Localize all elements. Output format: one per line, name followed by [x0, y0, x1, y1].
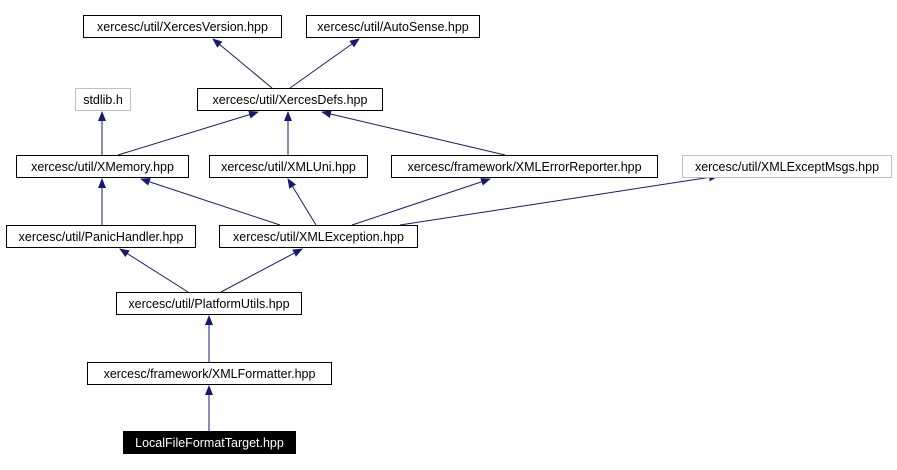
- edge-xmlexception-to-xmlerrorreporter: [351, 178, 491, 226]
- node-localfileformattarget: LocalFileFormatTarget.hpp: [123, 431, 296, 454]
- node-label: xercesc/util/XMLUni.hpp: [221, 160, 356, 174]
- edges-layer: [98, 38, 719, 431]
- node-xmlformatter[interactable]: xercesc/framework/XMLFormatter.hpp: [87, 362, 332, 385]
- node-box: [682, 155, 892, 178]
- nodes-layer: xercesc/util/XercesVersion.hpp xercesc/ut…: [6, 15, 892, 454]
- node-platformutils[interactable]: xercesc/util/PlatformUtils.hpp: [116, 292, 302, 315]
- node-label: stdlib.h: [83, 93, 123, 107]
- edge-platformutils-to-xmlexception: [220, 248, 303, 293]
- node-xercesdefs[interactable]: xercesc/util/XercesDefs.hpp: [197, 88, 383, 111]
- edge-xmlexception-to-xmluni: [287, 178, 317, 226]
- node-box: [6, 225, 196, 248]
- node-box: [219, 225, 418, 248]
- node-xmlexception[interactable]: xercesc/util/XMLException.hpp: [219, 225, 418, 248]
- node-xmlerrorreporter[interactable]: xercesc/framework/XMLErrorReporter.hpp: [391, 155, 658, 178]
- node-xmlexceptmsgs[interactable]: xercesc/util/XMLExceptMsgs.hpp: [682, 155, 892, 178]
- node-label: xercesc/framework/XMLFormatter.hpp: [104, 367, 316, 381]
- node-label: xercesc/util/XMLExceptMsgs.hpp: [695, 160, 879, 174]
- node-label: xercesc/util/XercesVersion.hpp: [97, 20, 268, 34]
- edge-xercesdefs-to-xercesversion: [212, 38, 273, 89]
- node-label: LocalFileFormatTarget.hpp: [135, 436, 284, 450]
- edge-xercesdefs-to-autosense: [289, 38, 360, 89]
- node-panichandler[interactable]: xercesc/util/PanicHandler.hpp: [6, 225, 196, 248]
- node-xmemory[interactable]: xercesc/util/XMemory.hpp: [16, 155, 189, 178]
- node-box: [83, 15, 282, 38]
- node-box: [123, 431, 296, 454]
- edge-xmlexception-to-xmlexceptmsgs: [399, 173, 719, 226]
- node-xmluni[interactable]: xercesc/util/XMLUni.hpp: [209, 155, 368, 178]
- node-box: [116, 292, 302, 315]
- edge-platformutils-to-panichandler: [119, 248, 189, 293]
- node-box: [197, 88, 383, 111]
- node-stdlib[interactable]: stdlib.h: [75, 88, 131, 111]
- node-box: [209, 155, 368, 178]
- node-label: xercesc/util/XercesDefs.hpp: [213, 93, 368, 107]
- node-box: [306, 15, 480, 38]
- node-xercesversion[interactable]: xercesc/util/XercesVersion.hpp: [83, 15, 282, 38]
- node-label: xercesc/util/AutoSense.hpp: [317, 20, 469, 34]
- node-label: xercesc/util/XMLException.hpp: [233, 230, 404, 244]
- edge-xmlexception-to-xmemory: [140, 178, 281, 226]
- node-label: xercesc/util/XMemory.hpp: [31, 160, 174, 174]
- node-box: [75, 88, 131, 111]
- edge-xmemory-to-xercesdefs: [117, 110, 259, 156]
- node-label: xercesc/framework/XMLErrorReporter.hpp: [407, 160, 641, 174]
- node-box: [87, 362, 332, 385]
- node-autosense[interactable]: xercesc/util/AutoSense.hpp: [306, 15, 480, 38]
- node-label: xercesc/util/PanicHandler.hpp: [19, 230, 184, 244]
- edge-xmlerrorreporter-to-xercesdefs: [321, 110, 506, 156]
- node-box: [391, 155, 658, 178]
- node-box: [16, 155, 189, 178]
- node-label: xercesc/util/PlatformUtils.hpp: [128, 297, 289, 311]
